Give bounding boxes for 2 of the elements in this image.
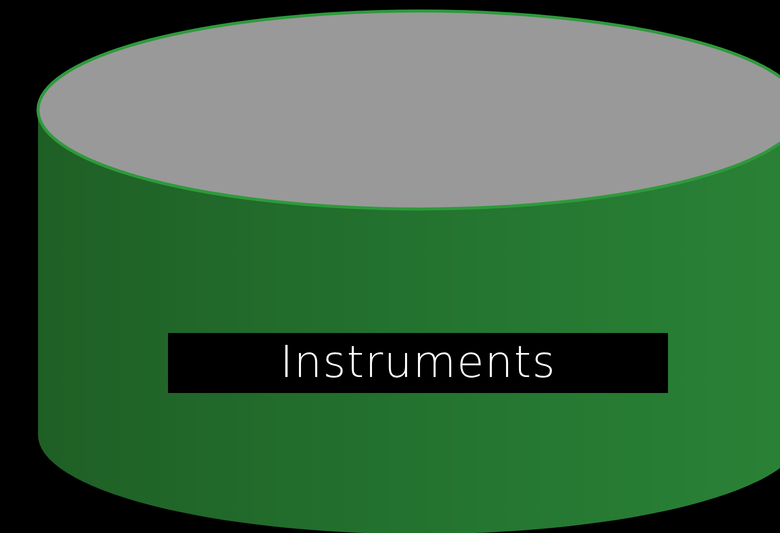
cylinder bbox=[36, 8, 780, 533]
cylinder-label: Instruments bbox=[168, 333, 668, 393]
